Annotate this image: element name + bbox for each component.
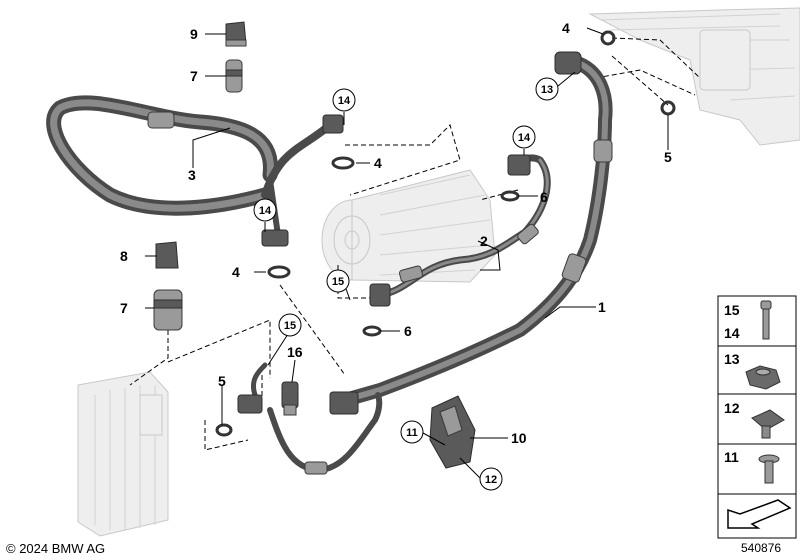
svg-text:14: 14	[259, 205, 272, 217]
hose-2	[369, 154, 551, 307]
condenser-ghost	[77, 371, 169, 537]
callout-2: 2	[480, 233, 488, 249]
callout-15-middle: 15	[326, 269, 350, 293]
o-ring-6-upper	[500, 190, 520, 202]
o-ring-5-right	[660, 100, 676, 116]
evaporator-housing-ghost	[588, 7, 800, 146]
cap-8	[155, 241, 179, 269]
svg-text:14: 14	[338, 95, 351, 107]
bracket-10	[429, 395, 476, 469]
callout-6-upper: 6	[540, 189, 548, 205]
legend-13: 13	[724, 351, 740, 367]
fastener-legend: 15 14 13 12 11	[717, 295, 797, 539]
svg-text:13: 13	[541, 84, 553, 96]
o-ring-5-left	[215, 423, 233, 437]
callout-14-compressor: 14	[332, 88, 356, 112]
nut-13-icon	[745, 365, 781, 390]
hose-3	[46, 95, 344, 216]
valve-7-top	[225, 59, 243, 93]
legend-11: 11	[724, 449, 739, 465]
callout-12: 12	[479, 467, 503, 491]
callout-8: 8	[120, 248, 128, 264]
legend-14: 14	[724, 325, 740, 341]
callout-10: 10	[511, 430, 527, 446]
copyright-text: © 2024 BMW AG	[6, 541, 106, 556]
callout-14-left: 14	[253, 198, 277, 222]
o-ring-4-compressor	[331, 156, 355, 170]
assembly-dashed-lines	[129, 37, 701, 451]
direction-arrow-icon	[727, 499, 792, 529]
pressure-sensor-16	[281, 381, 299, 416]
callout-14-right: 14	[512, 125, 536, 149]
callout-16: 16	[287, 344, 303, 360]
hose-1	[329, 51, 613, 415]
callout-7-bottom: 7	[120, 300, 128, 316]
callout-11: 11	[400, 420, 424, 444]
lower-pipe	[237, 362, 383, 475]
callout-9: 9	[190, 26, 198, 42]
legend-12: 12	[724, 400, 740, 416]
svg-text:12: 12	[485, 474, 497, 486]
legend-15: 15	[724, 302, 740, 318]
callout-4-left: 4	[232, 264, 240, 280]
svg-text:14: 14	[518, 132, 531, 144]
o-ring-4-top	[600, 30, 616, 46]
svg-text:15: 15	[284, 320, 296, 332]
compressor-ghost	[321, 169, 496, 283]
svg-text:11: 11	[406, 427, 418, 439]
valve-7-bottom	[153, 289, 183, 331]
callout-15-lower: 15	[278, 313, 302, 337]
callout-7-top: 7	[190, 68, 198, 84]
callout-3: 3	[188, 167, 196, 183]
o-ring-4-left	[267, 265, 291, 279]
callout-4-top: 4	[562, 20, 570, 36]
callout-5-left: 5	[218, 373, 226, 389]
cap-9	[225, 21, 247, 47]
screw-11-icon	[758, 454, 780, 484]
callout-13: 13	[535, 77, 559, 101]
leader-lines	[145, 27, 669, 479]
callout-4-compressor: 4	[374, 155, 382, 171]
callout-5-right: 5	[664, 149, 672, 165]
svg-text:15: 15	[332, 276, 344, 288]
callout-1: 1	[598, 299, 606, 315]
clip-nut-12-icon	[751, 409, 785, 439]
callout-6-lower: 6	[404, 323, 412, 339]
bolt-15-14-icon	[760, 300, 772, 340]
o-ring-6-lower	[362, 325, 382, 337]
diagram-number: 540876	[741, 541, 782, 555]
